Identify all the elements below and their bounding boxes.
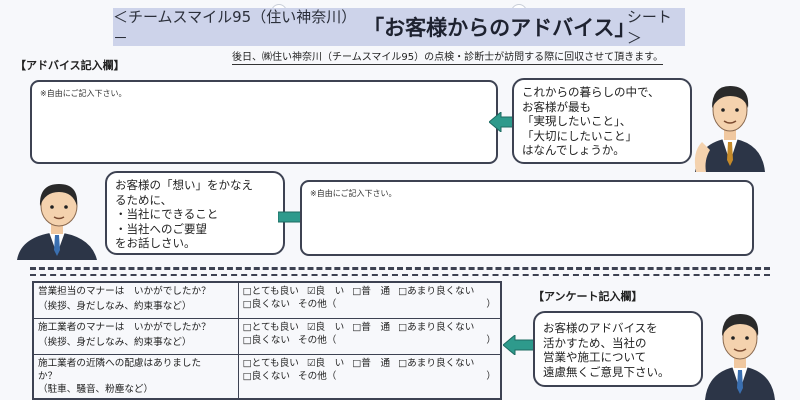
option-very-good[interactable]: □とても良い	[242, 322, 299, 333]
section-divider	[30, 267, 770, 270]
title-prefix: ＜チームスマイル95（住い神奈川）－	[113, 8, 357, 47]
title-main: 「お客様からのアドバイス」	[363, 16, 636, 40]
option-normal[interactable]: □普 通	[352, 358, 391, 369]
survey-section-label: 【アンケート記入欄】	[533, 290, 643, 303]
option-bad[interactable]: □良くない	[242, 335, 291, 346]
survey-options[interactable]: □とても良い☑良 い□普 通□あまり良くない □良くないその他（）	[237, 281, 502, 319]
option-very-good[interactable]: □とても良い	[242, 286, 299, 297]
consultant-illustration-bottom	[700, 300, 780, 400]
speech-bubble-survey: お客様のアドバイスを 活かすため、当社の 営業や施工について 遠慮無くご意見下さ…	[533, 311, 703, 387]
collection-notice: 後日、㈱住い神奈川（チームスマイル95）の点検・診断士が訪問する際に回収させて頂…	[232, 52, 664, 65]
advice-entry-box-1[interactable]: ※自由にご記入下さい。	[30, 80, 498, 164]
option-not-good[interactable]: □あまり良くない	[398, 322, 475, 333]
option-not-good[interactable]: □あまり良くない	[398, 286, 475, 297]
survey-question: 施工業者のマナーは いかがでしたか？ （挨拶、身だしなみ、約束事など）	[32, 318, 239, 355]
survey-question: 施工業者の近隣への配慮はありました か？ （駐車、騒音、粉塵など）	[32, 354, 239, 400]
option-other[interactable]: その他（	[298, 335, 337, 346]
option-normal[interactable]: □普 通	[352, 286, 391, 297]
arrow-left-icon	[503, 335, 539, 355]
advice-entry-box-2[interactable]: ※自由にご記入下さい。	[300, 180, 754, 256]
sheet-title: ＜チームスマイル95（住い神奈川）－「お客様からのアドバイス」シート＞	[113, 8, 685, 47]
consultant-illustration-top	[690, 72, 770, 172]
option-very-good[interactable]: □とても良い	[242, 358, 299, 369]
option-other[interactable]: その他（	[298, 371, 337, 382]
option-good[interactable]: ☑良 い	[306, 322, 345, 333]
table-row: 施工業者の近隣への配慮はありました か？ （駐車、騒音、粉塵など） □とても良い…	[32, 354, 502, 400]
option-good[interactable]: ☑良 い	[306, 286, 345, 297]
table-row: 営業担当のマナーは いかがでしたか？ （挨拶、身だしなみ、約束事など） □とても…	[32, 281, 502, 319]
consultant-illustration-left	[15, 180, 105, 260]
option-not-good[interactable]: □あまり良くない	[398, 358, 475, 369]
survey-question: 営業担当のマナーは いかがでしたか？ （挨拶、身だしなみ、約束事など）	[32, 281, 239, 319]
survey-table: 営業担当のマナーは いかがでしたか？ （挨拶、身だしなみ、約束事など） □とても…	[32, 281, 502, 400]
option-good[interactable]: ☑良 い	[306, 358, 345, 369]
speech-bubble-left: お客様の「想い」をかなえ るために、 ・当社にできること ・当社へのご要望 をお…	[105, 171, 285, 255]
table-row: 施工業者のマナーは いかがでしたか？ （挨拶、身だしなみ、約束事など） □とても…	[32, 318, 502, 355]
option-other[interactable]: その他（	[298, 299, 337, 310]
survey-options[interactable]: □とても良い☑良 い□普 通□あまり良くない □良くないその他（）	[237, 318, 502, 355]
option-bad[interactable]: □良くない	[242, 299, 291, 310]
title-suffix: シート＞	[626, 8, 672, 47]
option-normal[interactable]: □普 通	[352, 322, 391, 333]
option-bad[interactable]: □良くない	[242, 371, 291, 382]
free-entry-note: ※自由にご記入下さい。	[310, 189, 397, 198]
section-divider	[30, 274, 770, 276]
free-entry-note: ※自由にご記入下さい。	[40, 89, 127, 98]
survey-options[interactable]: □とても良い☑良 い□普 通□あまり良くない □良くないその他（）	[237, 354, 502, 400]
advice-section-label: 【アドバイス記入欄】	[15, 59, 125, 72]
speech-bubble-right: これからの暮らしの中で、 お客様が最も 「実現したいこと」、 「大切にしたいこと…	[512, 78, 692, 164]
